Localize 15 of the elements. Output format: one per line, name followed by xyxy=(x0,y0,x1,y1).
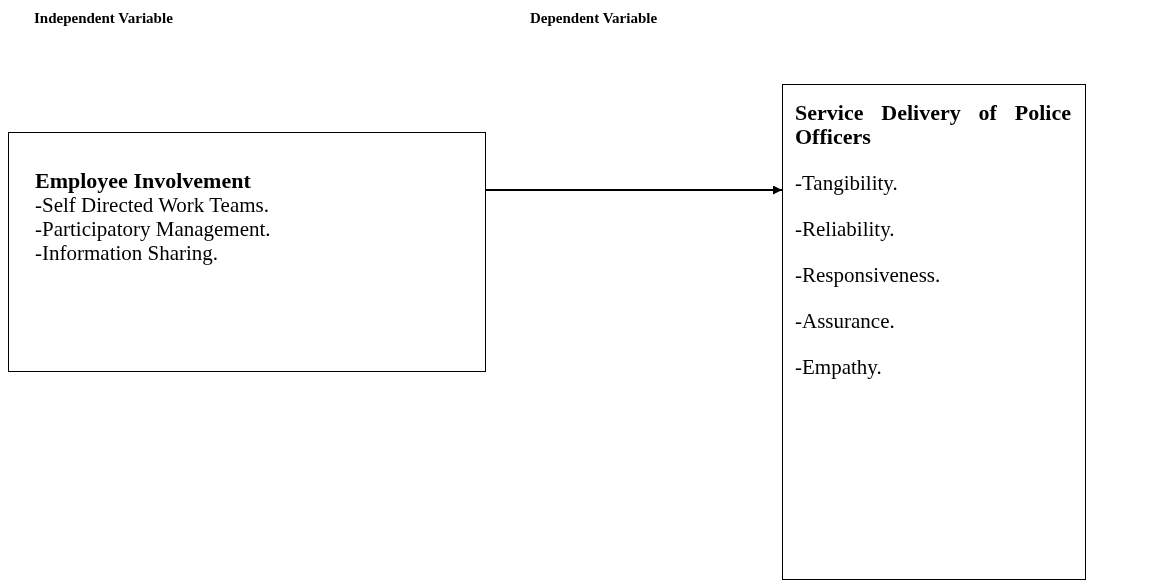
list-item: -Responsiveness. xyxy=(795,263,942,287)
arrow xyxy=(485,185,783,195)
column-heading: Independent Variable xyxy=(34,10,173,27)
variable-box xyxy=(8,132,486,372)
list-item: -Empathy. xyxy=(795,355,883,379)
list-item: -Tangibility. xyxy=(795,171,899,195)
list-item: -Participatory Management. xyxy=(35,217,272,241)
column-heading: Dependent Variable xyxy=(530,10,658,27)
box-heading: Service Delivery of Police Officers xyxy=(795,101,1071,149)
list-item: -Self Directed Work Teams. xyxy=(35,193,270,217)
list-item: -Assurance. xyxy=(795,309,896,333)
variable-box xyxy=(782,84,1086,580)
list-item: -Reliability. xyxy=(795,217,896,241)
list-item: -Information Sharing. xyxy=(35,241,220,265)
box-heading: Employee Involvement xyxy=(35,169,252,193)
